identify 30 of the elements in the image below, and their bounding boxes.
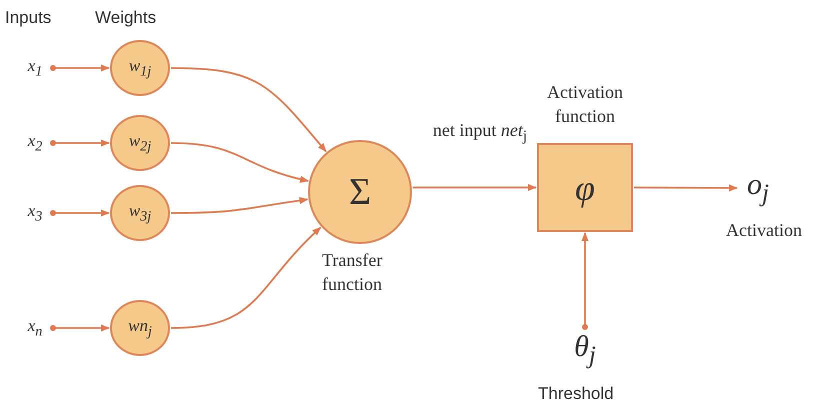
arrow [634, 184, 738, 192]
weight-circle: wn$_{j}$ [110, 300, 170, 356]
summation-circle: Σ [308, 140, 412, 244]
weight-circle: w$_{1j}$ [110, 40, 170, 96]
caption-text: Activation function [546, 81, 624, 128]
weight-circle: w$_{2j}$ [110, 115, 170, 171]
threshold-label: θ$_{j}$ [565, 330, 605, 370]
arrow [50, 64, 110, 72]
arrow [50, 324, 110, 332]
arrow [170, 142, 310, 183]
input-label: x$_{2}$ [20, 130, 50, 156]
arrow [412, 184, 537, 192]
column-heading: Inputs [5, 8, 52, 28]
input-label: x$_{n}$ [20, 315, 50, 341]
arrow [170, 67, 327, 152]
arrow [50, 209, 110, 217]
edge-label: net input net$_{j}$ [432, 119, 528, 147]
activation-box: φ [537, 143, 633, 232]
caption-text: Transfer function [322, 249, 384, 296]
caption-text: Activation [726, 219, 803, 242]
column-heading: Weights [95, 8, 156, 28]
input-label: x$_{3}$ [20, 200, 50, 226]
weight-circle: w$_{3j}$ [110, 185, 170, 241]
arrow [581, 232, 589, 330]
arrow [50, 139, 110, 147]
arrow [170, 226, 322, 329]
caption-text: Threshold [538, 383, 615, 404]
arrow [171, 196, 308, 214]
input-label: x$_{1}$ [20, 55, 50, 81]
output-label: o$_{j}$ [740, 170, 776, 206]
